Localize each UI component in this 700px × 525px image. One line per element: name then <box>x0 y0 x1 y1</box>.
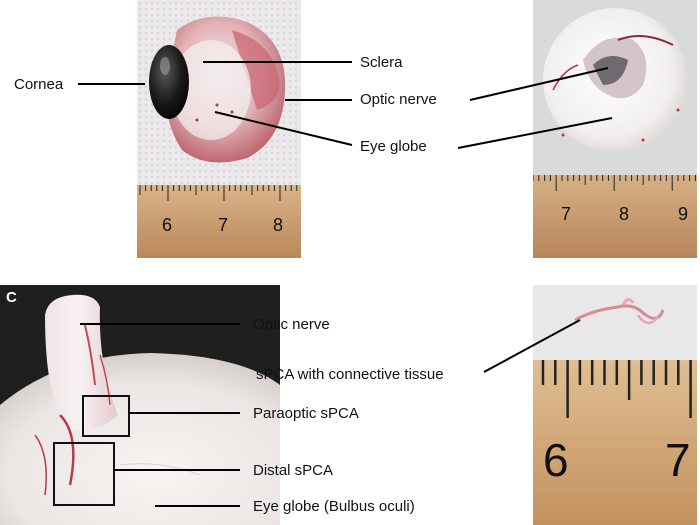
ruler-b-number-7: 7 <box>561 204 572 224</box>
ruler-d-number-7: 7 <box>665 434 691 486</box>
ruler-b-number-9: 9 <box>678 204 689 224</box>
leader-eye-globe-b <box>457 117 613 149</box>
panel-c-letter: C <box>6 289 17 306</box>
ruler-b-ticks <box>533 175 696 191</box>
ruler-a-number-8: 8 <box>273 215 284 235</box>
label-cornea: Cornea <box>14 76 64 93</box>
label-distal-spca: Distal sPCA <box>253 462 334 479</box>
ruler-d-ticks <box>541 360 692 418</box>
panel-b: B 7 8 9 <box>533 0 697 258</box>
leader-spca-connective <box>483 319 581 373</box>
ruler-a-number-6: 6 <box>162 215 173 235</box>
label-spca-connective-tissue: sPCA with connective tissue <box>256 366 444 383</box>
leader-optic-nerve-b <box>469 67 609 101</box>
panel-d: D 6 7 <box>533 285 697 525</box>
leader-eye-globe-a <box>214 111 353 146</box>
label-sclera: Sclera <box>360 54 403 71</box>
label-eye-globe-bulbus: Eye globe (Bulbus oculi) <box>253 498 415 515</box>
paraoptic-spca-box <box>82 395 130 437</box>
panel-a-photo <box>137 0 301 258</box>
ruler-d-number-6: 6 <box>543 434 569 486</box>
label-paraoptic-spca: Paraoptic sPCA <box>253 405 359 422</box>
panel-d-photo <box>533 285 697 525</box>
label-optic-nerve-a: Optic nerve <box>360 91 437 108</box>
distal-spca-box <box>53 442 115 506</box>
label-optic-nerve-c: Optic nerve <box>253 316 330 333</box>
ruler-a-number-7: 7 <box>218 215 229 235</box>
ruler-b-number-8: 8 <box>619 204 630 224</box>
panel-b-photo <box>533 0 697 258</box>
ruler-a-ticks <box>139 185 298 201</box>
label-eye-globe: Eye globe <box>360 138 427 155</box>
panel-a: A 6 7 8 <box>137 0 301 258</box>
